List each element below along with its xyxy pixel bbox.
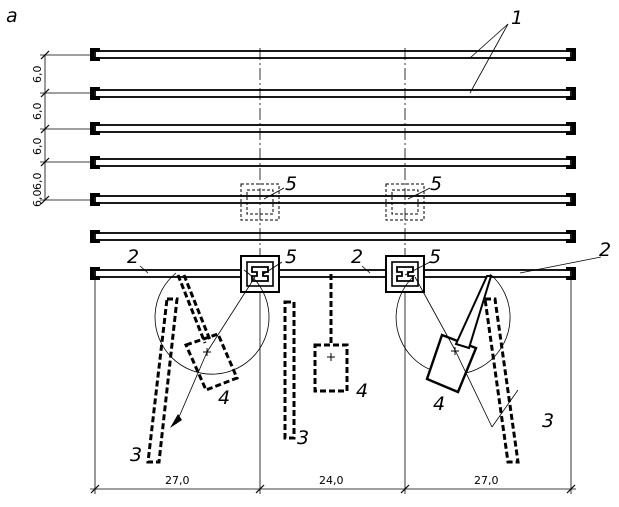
- callout-boom-left: 3: [130, 444, 142, 466]
- spacing-dimension-chain: 6,0 6,0 6,0 6,0 6,0: [31, 50, 92, 208]
- bay-width-2: 24,0: [319, 474, 344, 487]
- crane-right: [395, 273, 520, 464]
- roof-beam-1: [90, 48, 576, 61]
- roof-beam-4: [90, 156, 576, 169]
- rail-beam: [90, 267, 576, 280]
- callout-joint-left: 5: [285, 246, 297, 268]
- callout-crane-right: 4: [433, 393, 445, 415]
- roof-beam-6: [90, 230, 576, 243]
- bay-dimension-line: 27,0 24,0 27,0: [90, 474, 576, 494]
- callout-joint-dashed-right: 5: [430, 173, 442, 195]
- column-joint-dashed-left: [240, 183, 280, 221]
- spacing-label-5: 6,0: [31, 190, 44, 208]
- callout-rail-left: 2: [127, 246, 139, 268]
- spacing-label-4: 6,0: [31, 173, 44, 191]
- callout-crane-left: 4: [218, 387, 230, 409]
- roof-beams: [90, 48, 576, 243]
- spacing-label-3: 6,0: [31, 138, 44, 156]
- callout-rail-right: 2: [599, 239, 611, 261]
- bay-width-1: 27,0: [165, 474, 190, 487]
- callout-joint-dashed-left: 5: [285, 173, 297, 195]
- callout-joint-right: 5: [429, 246, 441, 268]
- callout-rail-middle: 2: [351, 246, 363, 268]
- column-joint-dashed-right: [385, 183, 425, 221]
- crane-middle: [283, 274, 349, 440]
- callout-crane-girder: 1: [511, 7, 523, 29]
- callout-boom-middle: 3: [297, 427, 309, 449]
- roof-beam-3: [90, 122, 576, 135]
- crane-left: [146, 269, 270, 464]
- callout-crane-middle: 4: [356, 380, 368, 402]
- spacing-label-2: 6,0: [31, 103, 44, 121]
- roof-beam-5: [90, 193, 576, 206]
- spacing-label-1: 6,0: [31, 66, 44, 84]
- figure-label: а: [6, 5, 18, 27]
- roof-beam-2: [90, 87, 576, 100]
- bay-width-3: 27,0: [474, 474, 499, 487]
- leader-lines: [139, 23, 602, 276]
- callout-boom-right: 3: [542, 410, 554, 432]
